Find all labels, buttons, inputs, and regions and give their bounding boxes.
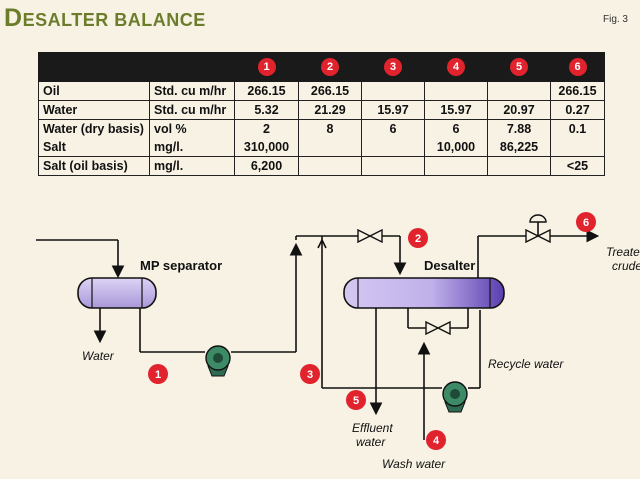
- cell: <25: [550, 156, 605, 176]
- mp-separator-vessel: [77, 277, 157, 309]
- marker-3-text: 3: [307, 369, 313, 381]
- cell: 5.32: [234, 100, 299, 120]
- row-label: Salt (oil basis): [38, 156, 150, 176]
- figure-title: DESALTER BALANCE: [4, 4, 206, 33]
- cell: 20.97: [487, 100, 551, 120]
- effluent-label: Effluent: [352, 421, 393, 435]
- cell: 0.1: [550, 119, 605, 138]
- row-label: Water (dry basis): [38, 119, 150, 138]
- water-label: Water: [82, 349, 115, 363]
- stream-badge-4: 4: [447, 58, 465, 76]
- valve-actuator-icon: [529, 214, 547, 223]
- marker-5-text: 5: [353, 395, 359, 407]
- table-row: Salt (oil basis) mg/l. 6,200 <25: [38, 156, 605, 176]
- table-header-row: 1 2 3 4 5 6: [38, 52, 605, 82]
- stream-marker-2: 2: [408, 228, 428, 248]
- balance-table: 1 2 3 4 5 6 Oil Std. cu m/hr 266.15 266.…: [38, 52, 605, 176]
- stream-marker-3: 3: [300, 364, 320, 384]
- cell: 6,200: [234, 156, 299, 176]
- stream-marker-6: 6: [576, 212, 596, 232]
- cell: 15.97: [424, 100, 488, 120]
- cell: 0.27: [550, 100, 605, 120]
- title-rest: ESALTER BALANCE: [22, 10, 206, 30]
- row-unit: mg/l.: [149, 156, 235, 176]
- row-unit: Std. cu m/hr: [149, 81, 235, 101]
- desalter-vessel: [343, 277, 505, 309]
- control-valve-icon: [525, 228, 551, 244]
- row-label: Water: [38, 100, 150, 120]
- table-row: Water Std. cu m/hr 5.32 21.29 15.97 15.9…: [38, 100, 605, 120]
- cell: 15.97: [361, 100, 425, 120]
- crude-label: crude: [612, 259, 640, 273]
- mp-separator-label: MP separator: [140, 258, 222, 273]
- desalter-label: Desalter: [424, 258, 475, 273]
- recycle-water-label: Recycle water: [488, 357, 564, 371]
- effluent-water-label: water: [356, 435, 386, 449]
- row-unit: vol %: [149, 119, 235, 138]
- treated-label: Treated: [606, 245, 640, 259]
- row-unit: Std. cu m/hr: [149, 100, 235, 120]
- table-row: Oil Std. cu m/hr 266.15 266.15 266.15: [38, 81, 605, 101]
- pump-icon: [205, 345, 231, 377]
- marker-4-text: 4: [433, 435, 440, 447]
- marker-6-text: 6: [583, 217, 589, 229]
- stream-marker-4: 4: [426, 430, 446, 450]
- piping: [36, 222, 600, 440]
- marker-2-text: 2: [415, 233, 421, 245]
- stream-badge-3: 3: [384, 58, 402, 76]
- stream-marker-1: 1: [148, 364, 168, 384]
- stream-badge-6: 6: [568, 58, 587, 76]
- valve-icon: [357, 228, 383, 244]
- figure-number: Fig. 3: [602, 14, 628, 25]
- stream-badge-1: 1: [257, 58, 276, 76]
- stream-marker-5: 5: [346, 390, 366, 410]
- title-initial: D: [4, 4, 23, 32]
- table-row: Water (dry basis) vol % 2 8 6 6 7.88 0.1: [38, 119, 605, 138]
- recycle-pump-icon: [442, 381, 468, 413]
- cell: 21.29: [298, 100, 362, 120]
- wash-water-label: Wash water: [382, 457, 446, 471]
- valves: [357, 228, 551, 336]
- marker-1-text: 1: [155, 369, 161, 381]
- stream-badge-2: 2: [321, 58, 339, 76]
- bypass-valve-icon: [425, 320, 451, 336]
- table-row: Salt mg/l. 310,000 10,000 86,225: [38, 138, 605, 157]
- stream-badge-5: 5: [510, 58, 528, 76]
